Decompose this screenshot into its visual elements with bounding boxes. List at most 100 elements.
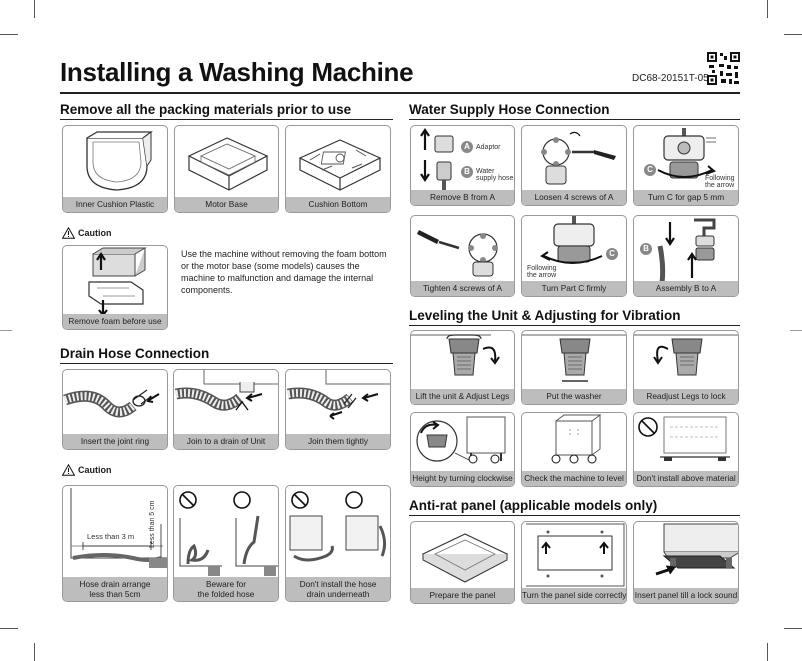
crop-mark <box>0 628 18 629</box>
section-heading-packing: Remove all the packing materials prior t… <box>60 102 352 117</box>
leveling-card-dont-install: Don't install above material <box>633 412 739 487</box>
turn-c-icon <box>657 128 716 179</box>
crop-mark <box>34 0 35 18</box>
caution-paragraph: Use the machine without removing the foa… <box>181 249 387 295</box>
page-title: Installing a Washing Machine <box>60 57 414 87</box>
join-drain-icon <box>174 370 278 411</box>
lift-adjust-icon <box>411 334 500 376</box>
card-caption: Put the washer <box>522 389 626 404</box>
following-label-line1: Following <box>705 175 735 182</box>
water-card-tighten: Tighten 4 screws of A <box>410 215 515 297</box>
card-caption: Inner Cushion Plastic <box>63 197 167 212</box>
card-caption: Insert the joint ring <box>63 434 167 449</box>
join-tightly-icon <box>287 370 390 420</box>
adaptor-label: Adaptor <box>476 144 501 151</box>
caption-line-2: less than 5cm <box>89 589 141 599</box>
label-c-marker: C <box>644 164 656 176</box>
dimension-label-horizontal: Less than 3 m <box>87 532 135 541</box>
card-caption: Height by turning clockwise <box>411 471 514 486</box>
card-caption: Motor Base <box>175 197 278 212</box>
water-card-turn-c: C Following the arrow Turn C for gap 5 m… <box>633 125 739 206</box>
card-caption: Readjust Legs to lock <box>634 389 738 404</box>
section-rule <box>409 119 740 120</box>
check-level-icon <box>551 414 602 464</box>
drain-card-joint-ring: Insert the joint ring <box>62 369 168 450</box>
card-caption: Insert panel till a lock sound <box>634 588 738 603</box>
caution-label: Caution <box>62 464 112 476</box>
following-label-line2: the arrow <box>705 182 735 189</box>
card-caption: Don't install above material <box>634 471 738 486</box>
prepare-panel-icon <box>421 533 509 583</box>
section-heading-water: Water Supply Hose Connection <box>409 102 610 117</box>
qr-code-icon <box>707 52 740 85</box>
leveling-card-readjust: Readjust Legs to lock <box>633 330 739 405</box>
crop-mark <box>767 0 768 18</box>
packing-card-inner-cushion: Inner Cushion Plastic <box>62 125 168 213</box>
joint-ring-icon <box>63 389 160 418</box>
antirat-card-insert: Insert panel till a lock sound <box>633 521 739 604</box>
document-code: DC68-20151T-05 <box>632 73 709 84</box>
caution-card-remove-foam: Remove foam before use <box>62 245 168 330</box>
leveling-card-put: Put the washer <box>521 330 627 405</box>
crop-mark <box>784 34 802 35</box>
leveling-card-check: Check the machine to level <box>521 412 627 487</box>
caption-line-2: the folded hose <box>197 589 255 599</box>
cushion-bottom-icon <box>298 139 382 191</box>
antirat-card-prepare: Prepare the panel <box>410 521 515 604</box>
card-caption: Turn Part C firmly <box>522 281 626 296</box>
label-b-marker: B <box>461 166 473 178</box>
label-a-marker: A <box>461 141 473 153</box>
remove-foam-icon <box>88 247 147 316</box>
caption-line-1: Beware for <box>205 579 247 589</box>
leveling-card-height: Height by turning clockwise <box>410 412 515 487</box>
crop-mark <box>784 628 802 629</box>
section-rule <box>60 119 393 120</box>
card-caption: Tighten 4 screws of A <box>411 281 514 296</box>
card-caption: Join them tightly <box>286 434 390 449</box>
readjust-legs-icon <box>634 334 738 376</box>
label-c-marker: C <box>606 248 618 260</box>
packing-card-motor-base: Motor Base <box>174 125 279 213</box>
crop-mark <box>34 643 35 661</box>
title-rule <box>60 92 740 94</box>
caution-text: Caution <box>78 228 112 238</box>
card-caption: Join to a drain of Unit <box>174 434 278 449</box>
drain-card-join-tightly: Join them tightly <box>285 369 391 450</box>
card-caption: Loosen 4 screws of A <box>522 190 626 205</box>
caption-line-2: drain underneath <box>306 589 370 599</box>
assembly-icon <box>657 218 716 283</box>
warning-triangle-icon <box>62 227 75 239</box>
section-heading-drain: Drain Hose Connection <box>60 346 210 361</box>
section-rule <box>409 515 740 516</box>
card-caption: Turn C for gap 5 mm <box>634 190 738 205</box>
card-caption: Turn the panel side correctly <box>522 588 626 603</box>
section-heading-leveling: Leveling the Unit & Adjusting for Vibrat… <box>409 308 681 323</box>
height-clockwise-icon <box>416 416 506 464</box>
crop-mark <box>790 330 802 331</box>
water-card-remove-b: A Adaptor B Water supply hose Remove B f… <box>410 125 515 206</box>
card-caption: Lift the unit & Adjust Legs <box>411 389 514 404</box>
following-label-line2: the arrow <box>527 272 557 279</box>
card-caption: Remove B from A <box>411 190 514 205</box>
drain-caution-card-arrange: Less than 3 m Less than 5 cm Hose drain … <box>62 485 168 602</box>
following-label-line1: Following <box>527 265 557 272</box>
card-caption: Cushion Bottom <box>286 197 390 212</box>
hose-drain-arrange-icon <box>70 488 167 568</box>
hose-label-line1: Water <box>476 168 495 175</box>
crop-mark <box>0 330 12 331</box>
section-rule <box>409 325 740 326</box>
water-card-turn-c-firmly: C Following the arrow Turn Part C firmly <box>521 215 627 297</box>
hose-underneath-icon <box>289 491 387 562</box>
section-rule <box>60 363 393 364</box>
turn-panel-icon <box>526 523 625 587</box>
antirat-card-turn-side: Turn the panel side correctly <box>521 521 627 604</box>
card-caption: Check the machine to level <box>522 471 626 486</box>
label-b-marker: B <box>640 243 652 255</box>
card-caption: Prepare the panel <box>411 588 514 603</box>
warning-triangle-icon <box>62 464 75 476</box>
section-heading-antirat: Anti-rat panel (applicable models only) <box>409 498 658 513</box>
